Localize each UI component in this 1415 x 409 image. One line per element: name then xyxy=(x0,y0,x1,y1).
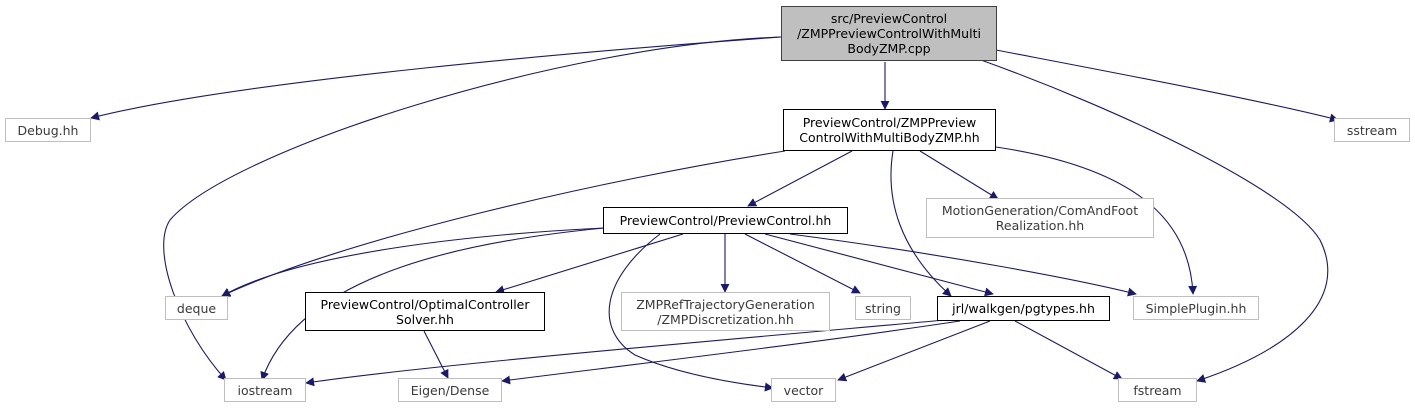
edge-zmppc-pgtypes xyxy=(890,150,952,297)
edge-pgtypes-fstream xyxy=(1014,320,1123,380)
node-sstream: sstream xyxy=(1334,118,1410,142)
edge-pgtypes-iostream xyxy=(305,319,946,387)
edge-previewcontrol-simpleplugin xyxy=(789,233,1137,297)
edge-previewcontrol-deque xyxy=(221,227,605,297)
edge-previewcontrol-optimal xyxy=(495,233,684,294)
node-simpleplugin-hh: SimplePlugin.hh xyxy=(1133,296,1259,320)
node-string: string xyxy=(855,296,911,320)
edge-zmppc-motiongen xyxy=(919,150,999,200)
edge-root-sstream xyxy=(995,49,1339,123)
node-optimalcontrollersolver-hh[interactable]: PreviewControl/OptimalController Solver.… xyxy=(305,292,545,331)
edge-optimal-eigen xyxy=(423,330,449,379)
node-zmppreviewcontrol-hh[interactable]: PreviewControl/ZMPPreview ControlWithMul… xyxy=(783,109,996,151)
edge-zmppc-previewcontrol xyxy=(747,150,853,207)
node-vector: vector xyxy=(771,378,836,402)
edge-previewcontrol-iostream xyxy=(260,227,605,381)
edge-previewcontrol-pgtypes xyxy=(764,233,994,297)
node-pgtypes-hh[interactable]: jrl/walkgen/pgtypes.hh xyxy=(937,296,1110,321)
node-zmpdiscretization-hh: ZMPRefTrajectoryGeneration /ZMPDiscretiz… xyxy=(621,292,830,331)
node-previewcontrol-hh[interactable]: PreviewControl/PreviewControl.hh xyxy=(603,207,848,234)
node-eigen-dense: Eigen/Dense xyxy=(398,378,502,402)
edge-previewcontrol-vector xyxy=(608,233,774,392)
edge-root-debug xyxy=(90,36,782,121)
node-root-file: src/PreviewControl /ZMPPreviewControlWit… xyxy=(781,6,997,61)
node-debug-hh: Debug.hh xyxy=(5,118,91,142)
edge-pgtypes-eigen xyxy=(501,320,961,385)
node-iostream: iostream xyxy=(224,378,306,402)
node-deque: deque xyxy=(165,296,228,320)
edge-root-fstream xyxy=(980,59,1329,383)
edge-pgtypes-vector xyxy=(837,320,991,382)
edge-previewcontrol-string xyxy=(744,233,861,294)
node-fstream: fstream xyxy=(1118,378,1197,402)
node-motiongeneration-hh: MotionGeneration/ComAndFoot Realization.… xyxy=(926,198,1154,238)
